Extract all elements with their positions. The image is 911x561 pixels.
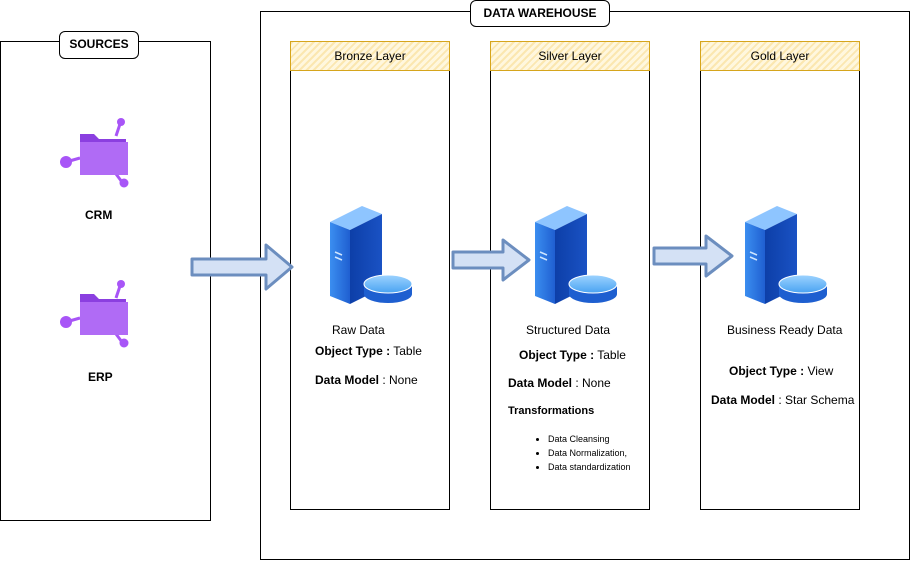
bronze-data-model-value: : None xyxy=(379,373,418,387)
transformation-item: Data Cleansing xyxy=(548,432,644,446)
bronze-object-type: Object Type : Table xyxy=(315,344,422,358)
silver-data-model-value: : None xyxy=(572,376,611,390)
bronze-server-database-icon xyxy=(330,206,413,304)
gold-object-type-label: Object Type : xyxy=(729,364,805,378)
gold-layer-header: Gold Layer xyxy=(700,41,860,71)
gold-data-model: Data Model : Star Schema xyxy=(711,393,854,407)
source-label-erp: ERP xyxy=(88,370,113,384)
crm-folder-network-icon xyxy=(60,118,129,188)
silver-data-model-label: Data Model xyxy=(508,376,573,390)
gold-data-model-label: Data Model xyxy=(711,393,776,407)
gold-data-model-value: : Star Schema xyxy=(775,393,855,407)
sources-title: SOURCES xyxy=(59,31,139,59)
warehouse-title: DATA WAREHOUSE xyxy=(470,0,610,27)
silver-server-database-icon xyxy=(535,206,618,304)
gold-object-type: Object Type : View xyxy=(729,364,833,378)
bronze-caption: Raw Data xyxy=(332,323,385,337)
erp-folder-network-icon xyxy=(60,280,129,348)
arrow-sources-to-bronze xyxy=(190,243,294,291)
arrow-silver-to-gold xyxy=(652,234,734,278)
silver-object-type: Object Type : Table xyxy=(519,348,626,362)
silver-object-type-value: Table xyxy=(594,348,626,362)
silver-transformations-label: Transformations xyxy=(508,405,595,417)
transformation-item: Data Normalization, xyxy=(548,446,644,460)
gold-caption: Business Ready Data xyxy=(727,323,843,337)
bronze-layer-header: Bronze Layer xyxy=(290,41,450,71)
bronze-data-model-label: Data Model xyxy=(315,373,380,387)
silver-transformations-list: Data Cleansing Data Normalization, Data … xyxy=(534,432,644,474)
arrow-bronze-to-silver xyxy=(451,238,531,282)
source-label-crm: CRM xyxy=(85,208,113,222)
silver-object-type-label: Object Type : xyxy=(519,348,595,362)
bronze-object-type-label: Object Type : xyxy=(315,344,391,358)
gold-object-type-value: View xyxy=(804,364,834,378)
bronze-data-model: Data Model : None xyxy=(315,373,418,387)
transformation-item: Data standardization xyxy=(548,460,644,474)
bronze-object-type-value: Table xyxy=(390,344,422,358)
gold-server-database-icon xyxy=(745,206,828,304)
silver-layer-header: Silver Layer xyxy=(490,41,650,71)
silver-data-model: Data Model : None xyxy=(508,376,611,390)
silver-caption: Structured Data xyxy=(526,323,611,337)
